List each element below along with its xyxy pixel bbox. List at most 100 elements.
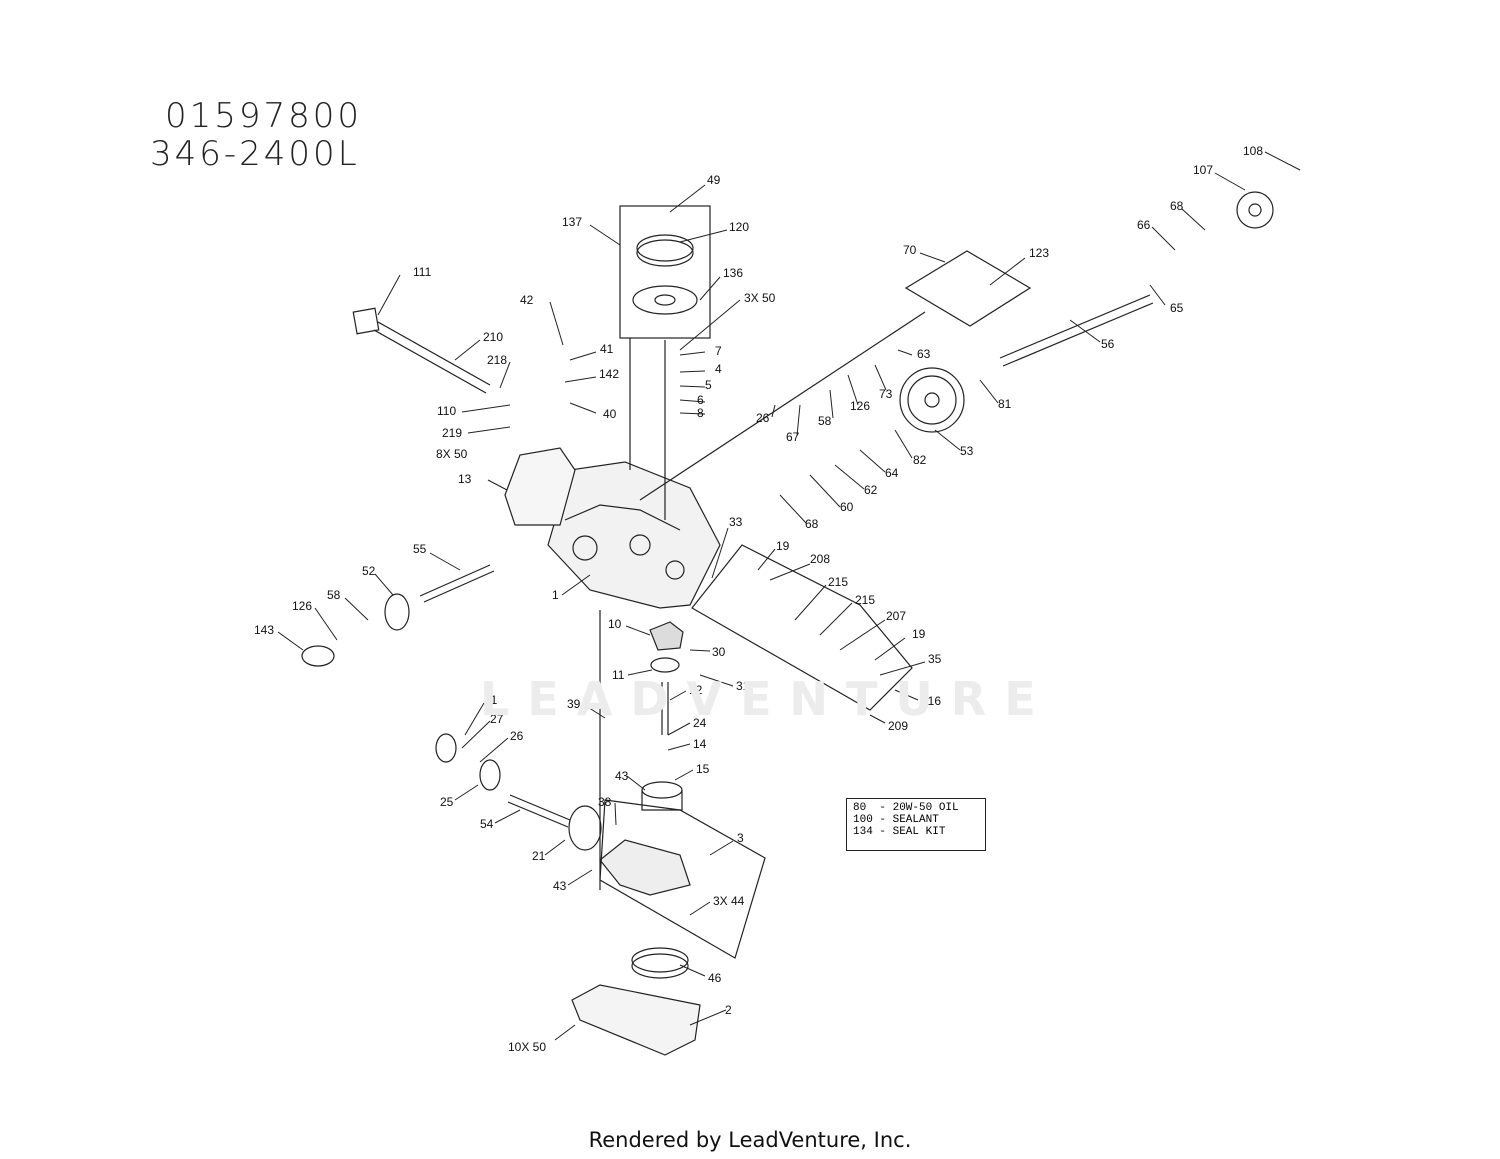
callout-53: 53 <box>960 444 974 458</box>
callout-67: 67 <box>786 430 800 444</box>
watermark: LEADVENTURE <box>480 672 1054 726</box>
callout-26-bottom: 26 <box>510 729 524 743</box>
callout-26-top: 26 <box>756 411 770 425</box>
callout-107: 107 <box>1193 163 1213 177</box>
callout-55: 55 <box>413 542 427 556</box>
bevel-gear <box>384 593 410 631</box>
callout-12: 12 <box>689 683 703 697</box>
main-housing <box>547 461 721 609</box>
callout-123: 123 <box>1029 246 1049 260</box>
legend-item-oil: 80 - 20W-50 OIL <box>853 802 959 814</box>
callout-136: 136 <box>723 266 743 280</box>
callout-218: 218 <box>487 353 507 367</box>
axle-hub <box>1236 191 1274 229</box>
callout-3x44: 3X 44 <box>713 894 745 908</box>
legend-item-seal-kit: 134 - SEAL KIT <box>853 826 946 838</box>
diagram-model-number: 346-2400L <box>150 134 360 174</box>
callout-49: 49 <box>707 173 721 187</box>
callout-25: 25 <box>440 795 454 809</box>
callout-215-a: 215 <box>828 575 848 589</box>
callout-13: 13 <box>458 472 472 486</box>
callout-7: 7 <box>715 344 722 358</box>
callout-21: 21 <box>532 849 546 863</box>
callout-110: 110 <box>437 404 456 418</box>
callout-208: 208 <box>810 552 830 566</box>
callout-41: 41 <box>600 342 614 356</box>
callout-46: 46 <box>708 971 722 985</box>
callout-11: 11 <box>612 668 625 682</box>
callout-137: 137 <box>562 215 582 229</box>
side-cover <box>504 447 576 526</box>
materials-legend: 80 - 20W-50 OIL 100 - SEALANT 134 - SEAL… <box>846 798 986 851</box>
callout-42: 42 <box>520 293 534 307</box>
callout-40: 40 <box>603 407 617 421</box>
cooling-fan <box>632 285 698 315</box>
big-gear <box>899 367 965 433</box>
callout-6: 6 <box>697 393 704 407</box>
ring-gear <box>631 947 689 973</box>
callout-27: 27 <box>490 712 504 726</box>
callout-209: 209 <box>888 719 908 733</box>
callout-64: 64 <box>885 466 899 480</box>
callout-5: 5 <box>705 378 712 392</box>
callout-4: 4 <box>715 362 722 376</box>
callout-14: 14 <box>693 737 707 751</box>
callout-56: 56 <box>1101 337 1115 351</box>
callout-81: 81 <box>998 397 1012 411</box>
callout-30: 30 <box>712 645 726 659</box>
callout-210: 210 <box>483 330 503 344</box>
callout-68-top: 68 <box>1170 199 1184 213</box>
callout-68-mid: 68 <box>805 517 819 531</box>
callout-54: 54 <box>480 817 494 831</box>
bottom-cover <box>571 984 701 1056</box>
callout-2: 2 <box>725 1003 732 1017</box>
callout-120: 120 <box>729 220 749 234</box>
footer-credit: Rendered by LeadVenture, Inc. <box>588 1128 912 1152</box>
callout-216: 216 <box>921 694 941 708</box>
callout-207: 207 <box>886 609 906 623</box>
legend-item-sealant: 100 - SEALANT <box>853 814 939 826</box>
callout-38: 38 <box>598 795 612 809</box>
callout-19-bottom: 19 <box>912 627 926 641</box>
callout-62: 62 <box>864 483 878 497</box>
callout-3: 3 <box>737 831 744 845</box>
callout-15: 15 <box>696 762 710 776</box>
center-plate <box>599 839 691 896</box>
callout-126-left: 126 <box>292 599 312 613</box>
callout-58-left: 58 <box>327 588 341 602</box>
callout-10: 10 <box>608 617 622 631</box>
callout-10x50: 10X 50 <box>508 1040 546 1054</box>
callout-60: 60 <box>840 500 854 514</box>
callout-63: 63 <box>917 347 931 361</box>
callout-19-top: 19 <box>776 539 790 553</box>
callout-108: 108 <box>1243 144 1263 158</box>
callout-43-top: 43 <box>615 769 629 783</box>
callout-51: 51 <box>484 693 498 707</box>
callout-1: 1 <box>552 588 559 602</box>
callout-111: 111 <box>413 265 432 279</box>
callout-219: 219 <box>442 426 462 440</box>
callout-215-b: 215 <box>855 593 875 607</box>
callout-31: 31 <box>736 679 750 693</box>
callout-24: 24 <box>693 716 707 730</box>
callout-66: 66 <box>1137 218 1151 232</box>
callout-70: 70 <box>903 243 917 257</box>
callout-35: 35 <box>928 652 942 666</box>
callout-82: 82 <box>913 453 927 467</box>
callout-39: 39 <box>567 697 581 711</box>
callout-43-bottom: 43 <box>553 879 567 893</box>
callout-126-right: 126 <box>850 399 870 413</box>
diagram-part-number: 01597800 <box>165 96 363 136</box>
callout-8: 8 <box>697 406 704 420</box>
pulley <box>636 239 694 267</box>
callout-142: 142 <box>599 367 619 381</box>
callout-58-right: 58 <box>818 414 832 428</box>
callout-143: 143 <box>254 623 274 637</box>
callout-73: 73 <box>879 387 893 401</box>
callout-3x50-top: 3X 50 <box>744 291 776 305</box>
callout-52: 52 <box>362 564 376 578</box>
callout-65: 65 <box>1170 301 1184 315</box>
callout-33: 33 <box>729 515 743 529</box>
callout-8x50: 8X 50 <box>436 447 468 461</box>
